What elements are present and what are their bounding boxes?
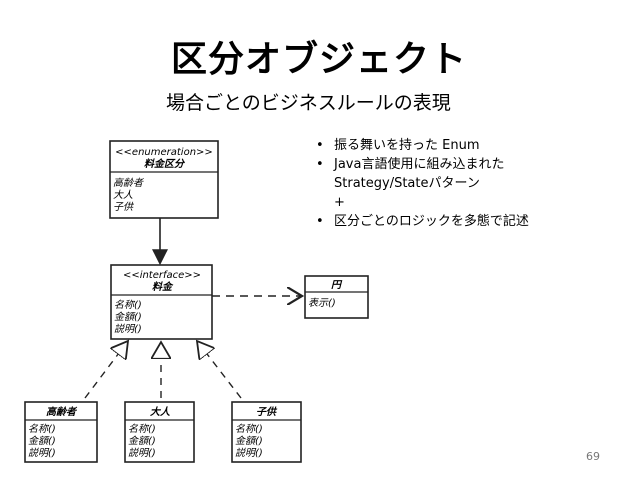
impl-method: 説明() [128,447,156,459]
interface-box: <<interface>> 料金 名称() 金額() 説明() [110,264,213,340]
bullet-item: • 振る舞いを持った Enum [316,136,529,155]
enum-item: 子供 [113,201,135,213]
impl-method: 名称() [128,423,156,435]
slide-title: 区分オブジェクト [170,39,467,80]
realization-arrow [197,341,242,399]
impl-name: 大人 [150,406,171,418]
bullet-text: Java言語使用に組み込まれた [334,157,505,172]
interface-method: 説明() [114,323,142,335]
bullet-continuation: Strategy/Stateパターン [334,176,480,191]
impl-method: 説明() [28,447,56,459]
bullet-item: • 区分ごとのロジックを多態で記述 [316,212,529,231]
interface-stereotype: <<interface>> [123,270,201,281]
enum-name: 料金区分 [144,158,186,170]
bullet-list: • 振る舞いを持った Enum • Java言語使用に組み込まれた Strate… [316,136,529,231]
impl-method: 金額() [235,435,263,447]
impl-name: 子供 [256,406,278,418]
bullet-dot-icon: • [316,138,324,153]
impl-box-adult: 大人 名称() 金額() 説明() [124,401,195,463]
enum-stereotype: <<enumeration>> [115,147,213,158]
enum-item: 大人 [113,189,133,201]
impl-method: 金額() [28,435,56,447]
bullet-dot-icon: • [316,214,324,229]
interface-name: 料金 [152,281,174,293]
impl-box-child: 子供 名称() 金額() 説明() [231,401,302,463]
bullet-text: 区分ごとのロジックを多態で記述 [334,214,529,229]
impl-method: 金額() [128,435,156,447]
enum-box: <<enumeration>> 料金区分 高齢者 大人 子供 [109,140,219,219]
impl-method: 説明() [235,447,263,459]
slide-subtitle: 場合ごとのビジネスルールの表現 [166,92,451,114]
yen-box: 円 表示() [304,275,369,319]
bullet-continuation: + [334,195,345,210]
impl-name: 高齢者 [46,406,78,418]
yen-name: 円 [331,280,343,291]
impl-method: 名称() [235,423,263,435]
impl-method: 名称() [28,423,56,435]
page-number: 69 [586,450,600,463]
yen-method: 表示() [308,297,336,309]
bullet-text: 振る舞いを持った Enum [334,138,480,153]
bullet-item: • Java言語使用に組み込まれた [316,155,529,174]
interface-method: 名称() [114,299,142,311]
bullet-dot-icon: • [316,157,324,172]
impl-box-elderly: 高齢者 名称() 金額() 説明() [24,401,98,463]
interface-method: 金額() [114,311,142,323]
realization-arrow [84,341,128,399]
enum-item: 高齢者 [113,177,144,189]
